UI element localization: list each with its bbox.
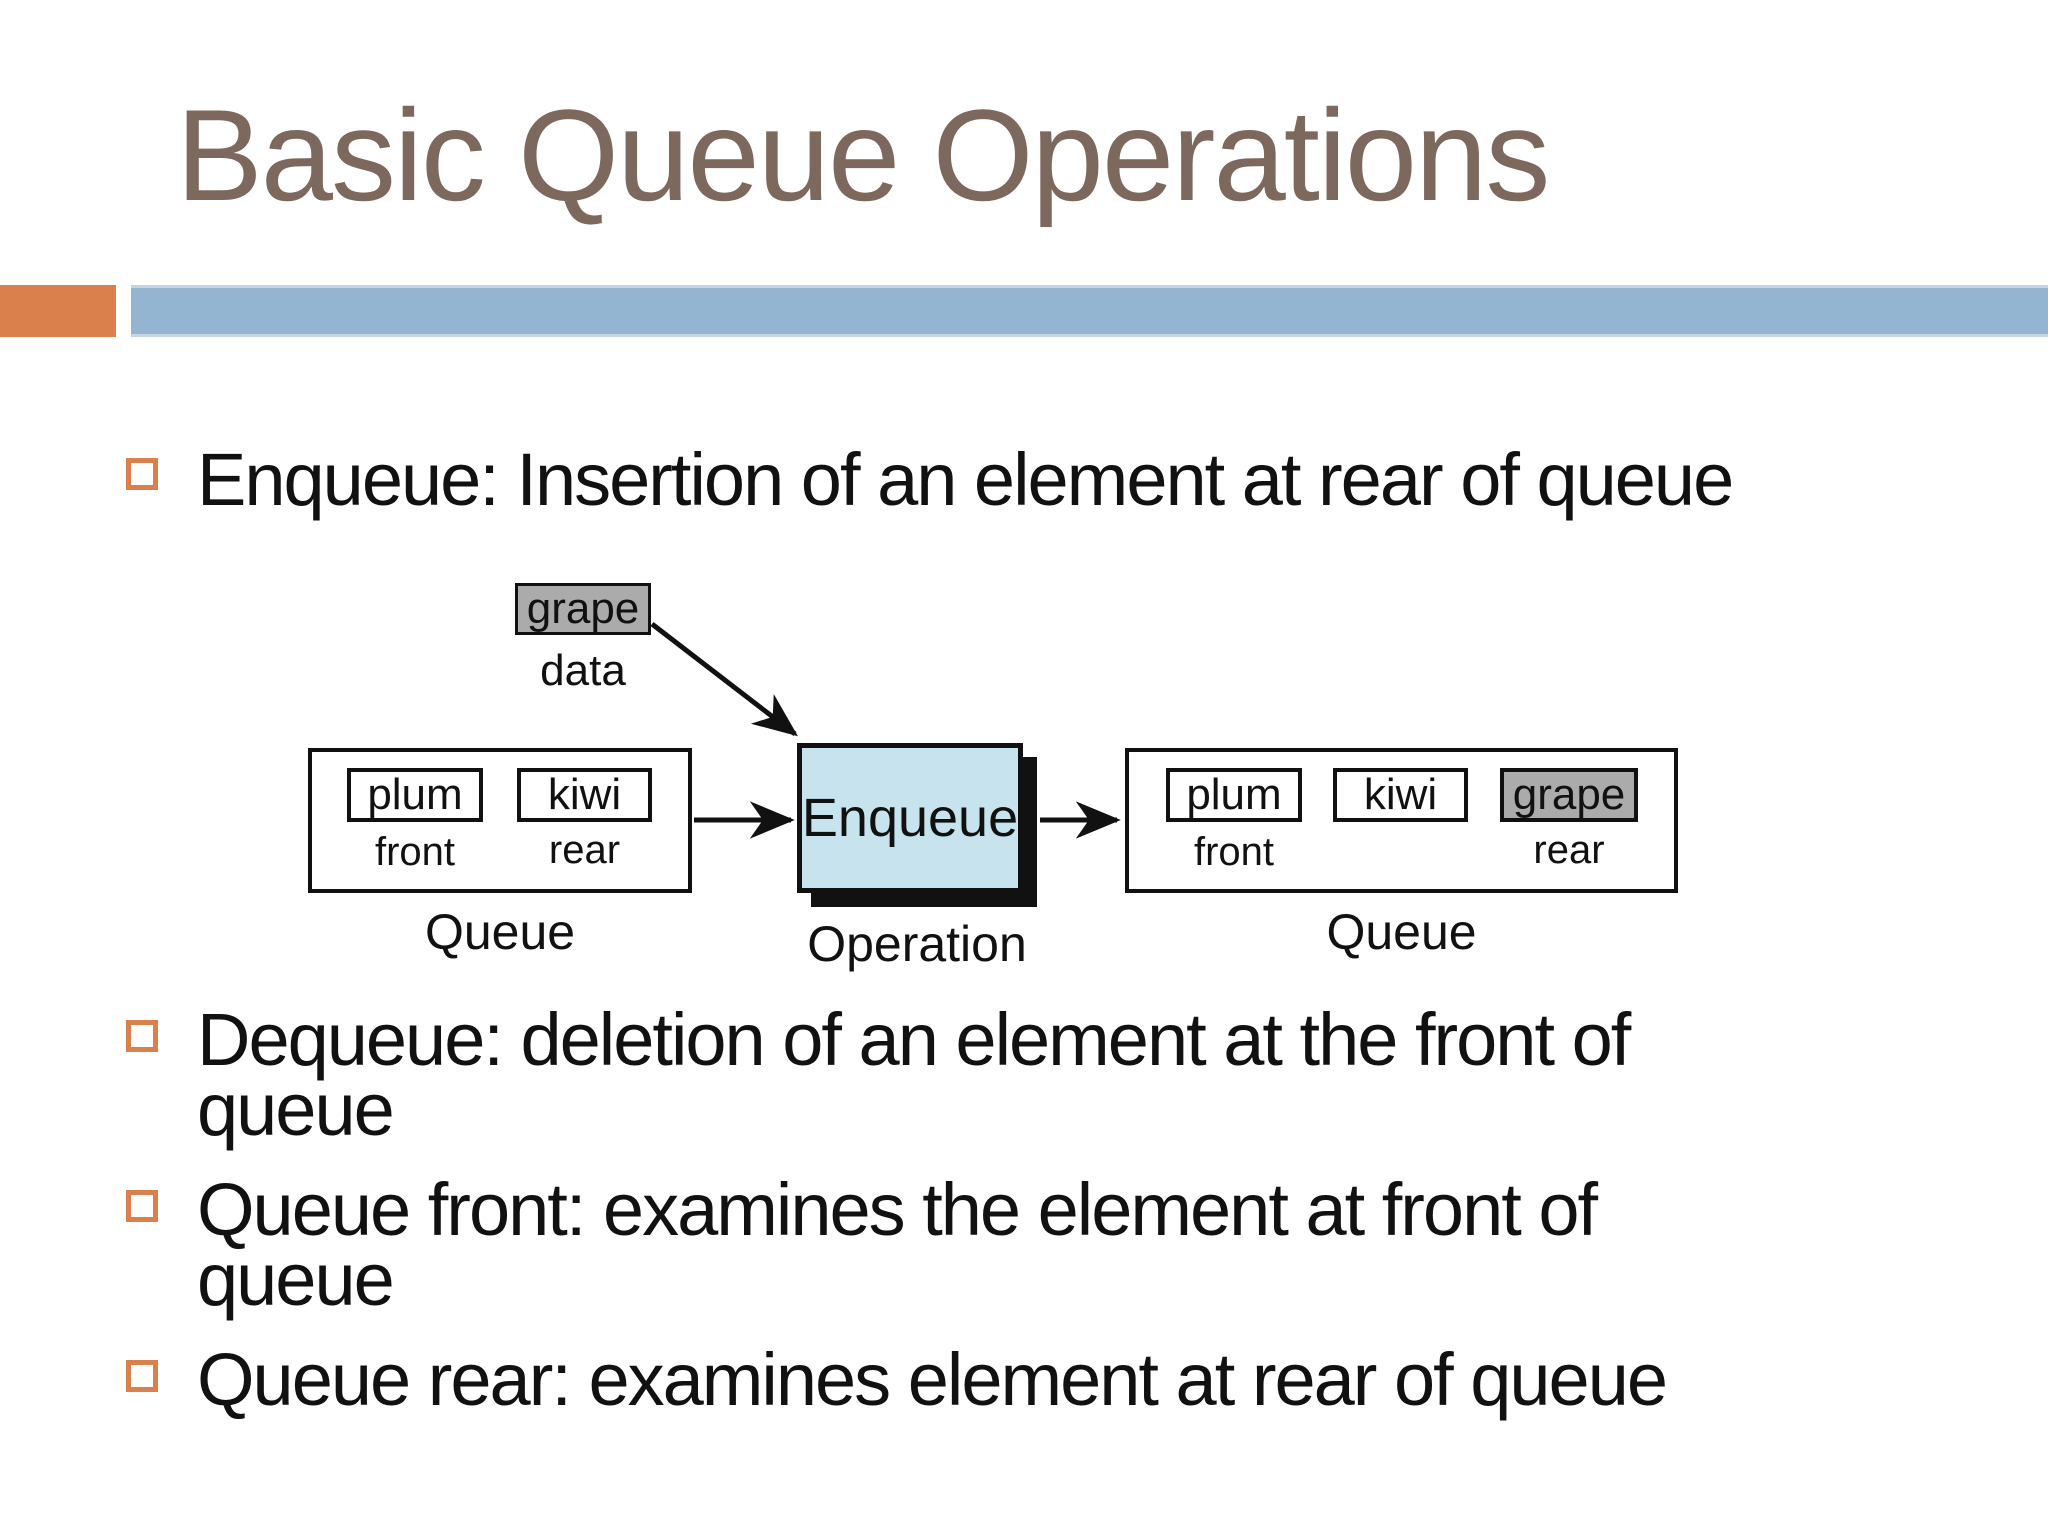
right-queue-cell-kiwi: kiwi	[1333, 768, 1468, 822]
operation-label: Enqueue	[801, 788, 1019, 848]
left-queue-cell-kiwi: kiwi	[517, 768, 652, 822]
accent-bar-orange-segment	[0, 285, 116, 337]
bullet-enqueue: Enqueue: Insertion of an element at rear…	[197, 438, 1734, 521]
left-rear-pointer-label: rear	[548, 828, 621, 872]
bullet-queue-rear: Queue rear: examines element at rear of …	[197, 1338, 1668, 1421]
cell-label: grape	[1512, 770, 1626, 819]
left-front-pointer-label: front	[374, 830, 456, 874]
cell-label: kiwi	[547, 770, 622, 819]
bullet-queue-front: Queue front: examines the element at fro…	[197, 1168, 1598, 1322]
accent-bar-blue-segment	[131, 285, 2048, 337]
bullet-square-icon	[126, 458, 158, 490]
right-queue-cell-plum: plum	[1166, 768, 1302, 822]
bullet-square-icon	[126, 1020, 158, 1052]
left-queue-cell-plum: plum	[347, 768, 483, 822]
right-queue-cell-grape: grape	[1500, 768, 1638, 822]
operation-box: Enqueue	[797, 743, 1023, 893]
right-rear-pointer-label: rear	[1533, 828, 1605, 872]
right-front-pointer-label: front	[1193, 830, 1275, 874]
bullet-dequeue: Dequeue: deletion of an element at the f…	[197, 998, 1631, 1152]
page-title: Basic Queue Operations	[176, 82, 1550, 228]
left-queue-box	[308, 748, 692, 893]
cell-label: kiwi	[1363, 770, 1438, 819]
right-queue-caption: Queue	[1326, 904, 1477, 960]
cell-label: plum	[1186, 770, 1282, 819]
data-to-operation-arrow	[650, 622, 798, 737]
left-queue-caption: Queue	[424, 904, 576, 960]
cell-label: plum	[367, 770, 463, 819]
data-item-box: grape	[515, 583, 651, 635]
operation-caption: Operation	[807, 916, 1027, 972]
right-queue-box	[1125, 748, 1678, 893]
data-item-label: grape	[526, 584, 640, 633]
bullet-square-icon	[126, 1360, 158, 1392]
bullet-square-icon	[126, 1190, 158, 1222]
data-caption: data	[540, 646, 626, 695]
